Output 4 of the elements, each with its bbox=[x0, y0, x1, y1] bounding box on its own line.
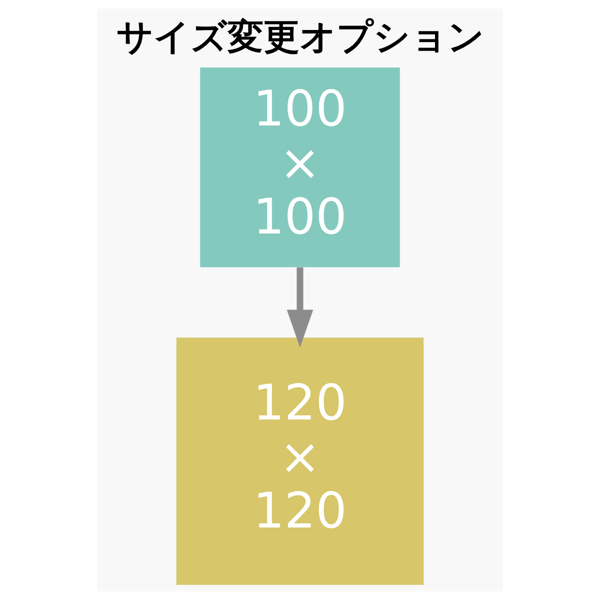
node-box: 120 × 120 bbox=[176, 338, 424, 585]
diagram-title: サイズ変更オプション bbox=[116, 16, 485, 58]
node-box: 100 × 100 bbox=[200, 68, 400, 268]
arrow bbox=[286, 267, 314, 348]
